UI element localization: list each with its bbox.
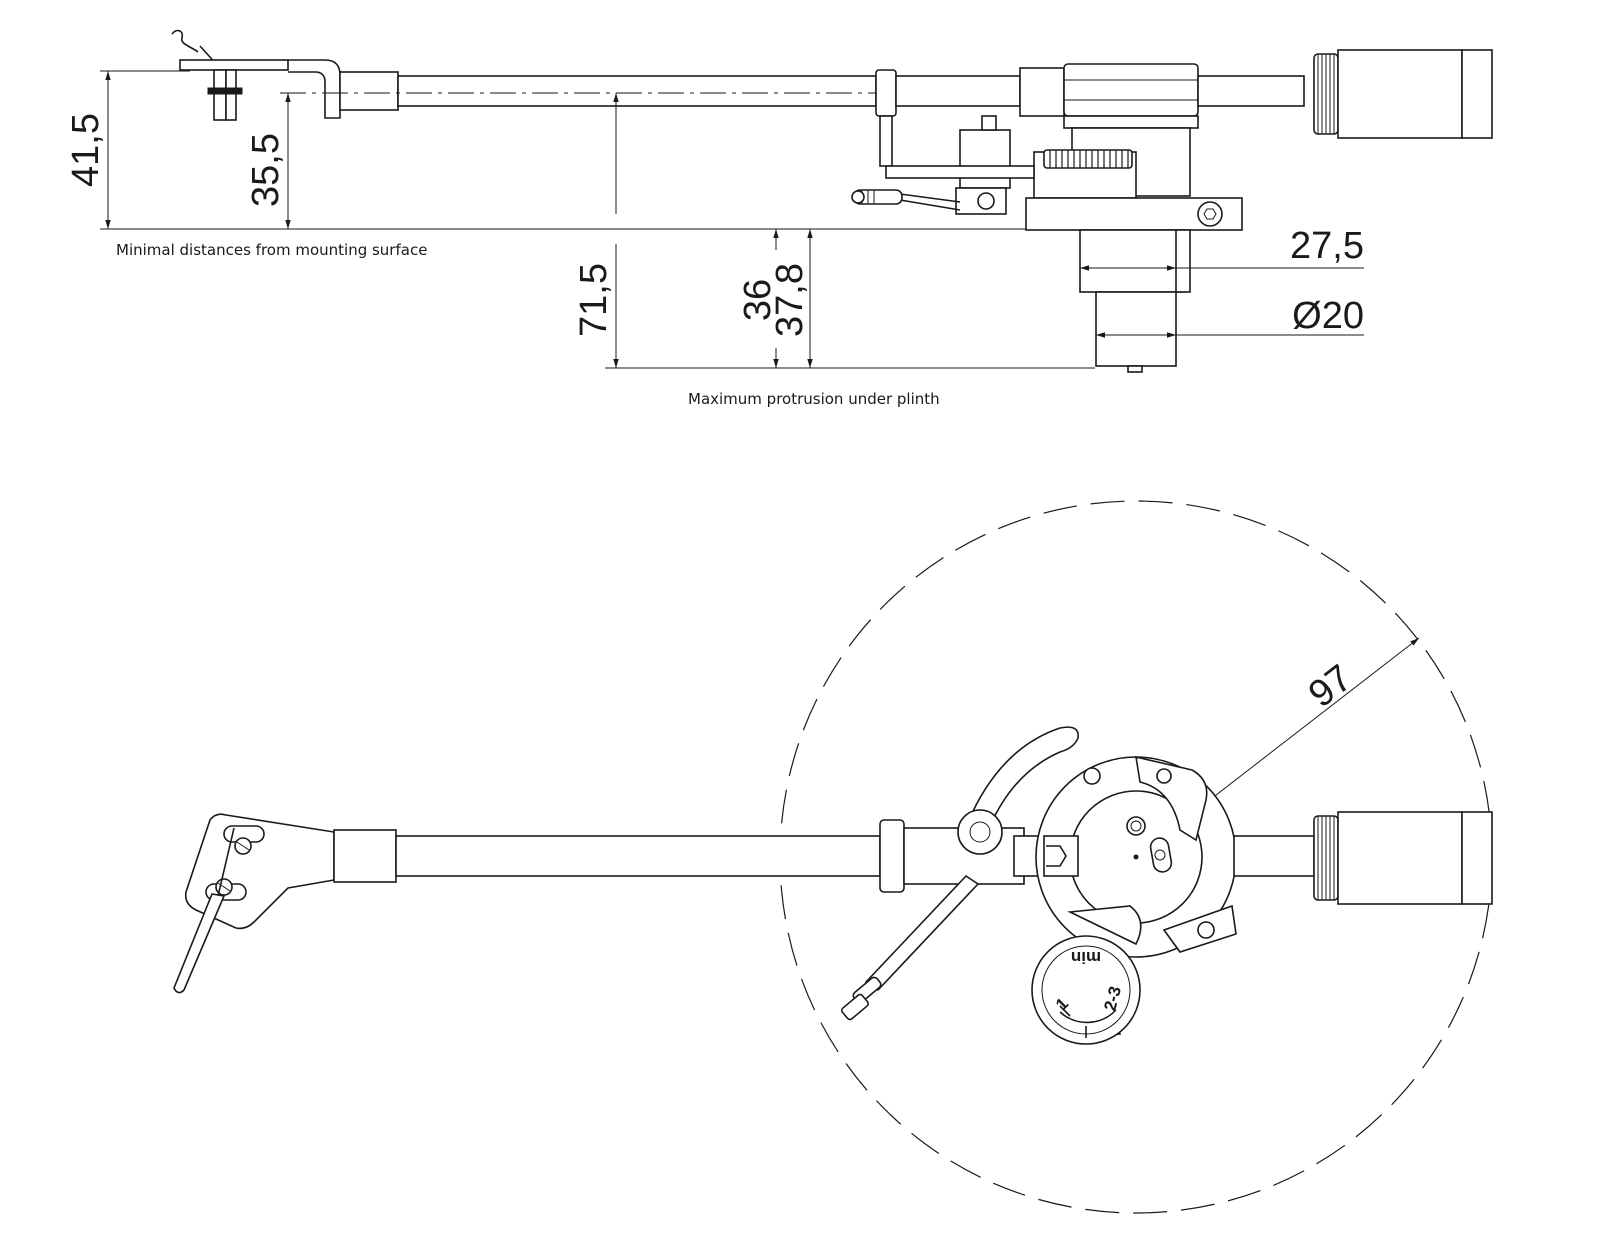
- bearing-housing-side: [1019, 63, 1305, 231]
- radius-97-label: 97: [1301, 657, 1360, 716]
- dimension-71-5-label: 71,5: [573, 263, 615, 337]
- arm-tube-top: [333, 819, 1075, 893]
- dimension-diameter-20-label: Ø20: [1292, 295, 1364, 337]
- headshell-side: [171, 29, 341, 121]
- top-view: 97: [173, 500, 1493, 1214]
- adjustment-dial: min 1 2-3: [1031, 905, 1142, 1045]
- lift-mechanism-side: [851, 115, 1035, 215]
- arm-rest-top: [840, 726, 1079, 1021]
- headshell-top: [173, 813, 335, 994]
- dimension-27-5-label: 27,5: [1290, 225, 1364, 267]
- dial-label-min: min: [1071, 948, 1101, 967]
- dimension-37-8-label: 37,8: [769, 263, 811, 337]
- dimension-36-label: 36: [737, 279, 779, 321]
- counterweight-side: [1313, 49, 1493, 139]
- arm-tube-side: [280, 69, 1021, 117]
- dimension-41-5-label: 41,5: [65, 113, 107, 187]
- dimension-35-5-label: 35,5: [245, 133, 287, 207]
- protrusion-note: Maximum protrusion under plinth: [688, 390, 940, 408]
- counterweight-top: [1233, 811, 1493, 905]
- pillar-side: [1079, 229, 1191, 373]
- mounting-surface-note: Minimal distances from mounting surface: [116, 241, 427, 259]
- side-view: 41,5 35,5 71,5 36 37,8 27,5 Ø20 Minimal …: [65, 29, 1493, 408]
